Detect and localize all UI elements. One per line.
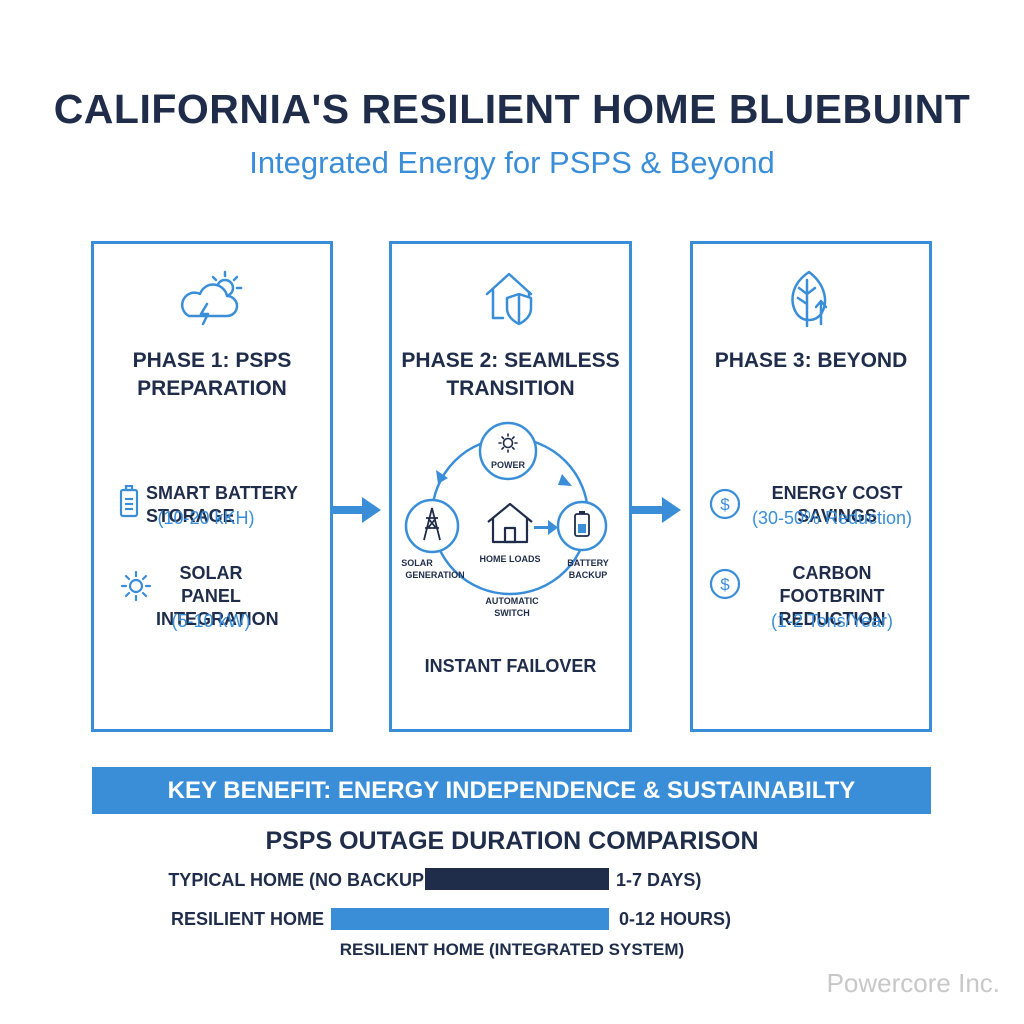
flow-arrowhead [558, 474, 572, 486]
chart-title: PSPS OUTAGE DURATION COMPARISON [265, 827, 759, 855]
solar-label-line1: SOLAR [401, 558, 433, 568]
phase-2-panel: PHASE 2: SEAMLESS TRANSITION POWER [389, 241, 632, 732]
battery-icon [118, 484, 140, 524]
category-label-resilient: RESILIENT HOME [170, 909, 324, 929]
battery-backup-node: BATTERY BACKUP [556, 500, 609, 580]
smart-battery-value: (10-20 kKH) [157, 508, 255, 528]
phase-1-title: PHASE 1: PSPS PREPARATION [132, 349, 292, 400]
solar-generation-node: SOLAR GENERATION [401, 498, 465, 580]
dollar-icon: $ [709, 568, 741, 605]
carbon-footprint-value: (1-2 Tons/Year) [770, 611, 894, 631]
switch-label-line2: SWITCH [494, 608, 530, 618]
bar-resilient [331, 908, 609, 930]
arrow-right-icon [630, 496, 682, 529]
carbon-footprint-label: CARBON FOOTBRINT REDUCTION [778, 563, 886, 629]
battery-label-line2: BACKUP [569, 570, 608, 580]
flow-arrowhead [436, 470, 448, 484]
storm-cloud-sun-icon [175, 266, 249, 333]
category-label-typical: TYPICAL HOME (NO BACKUP [168, 870, 424, 890]
phase-2-title: PHASE 2: SEAMLESS TRANSITION [401, 349, 620, 400]
leaf-arrow-icon [785, 266, 837, 333]
phase-3-title: PHASE 3: BEYOND [714, 349, 908, 372]
home-loads-node: HOME LOADS [479, 502, 541, 564]
flow-arrow-to-battery [534, 520, 558, 535]
page-subtitle: Integrated Energy for PSPS & Beyond [249, 145, 775, 180]
sun-icon [120, 570, 152, 607]
value-label-typical: 1-7 DAYS) [616, 870, 702, 890]
battery-label-line1: BATTERY [567, 558, 609, 568]
energy-flow-diagram: POWER SOLAR GENERATION HOME LOADS [401, 421, 609, 618]
svg-text:$: $ [720, 495, 730, 514]
energy-cost-value: (30-50% Reduction) [751, 508, 913, 528]
instant-failover-label: INSTANT FAILOVER [424, 656, 597, 676]
solar-label-line2: GENERATION [405, 570, 464, 580]
power-label: POWER [491, 460, 526, 470]
phase-3-panel: PHASE 3: BEYOND $ ENERGY COST SAVINGS (3… [690, 241, 932, 732]
energy-cost-label: ENERGY COST SAVINGS [771, 483, 903, 526]
home-loads-label: HOME LOADS [479, 554, 540, 564]
solar-panel-value: (5-10 kW) [171, 611, 251, 631]
solar-panel-label: SOLAR PANEL INTEGRATION [156, 563, 279, 629]
phase-1-panel: PHASE 1: PSPS PREPARATION SMART BATTERY … [91, 241, 333, 732]
key-benefit-banner: KEY BENEFIT: ENERGY INDEPENDENCE & SUSTA… [92, 767, 931, 814]
arrow-right-icon [330, 496, 382, 529]
switch-label-line1: AUTOMATIC [485, 596, 539, 606]
value-label-resilient: 0-12 HOURS) [619, 909, 732, 929]
chart-caption: RESILIENT HOME (INTEGRATED SYSTEM) [339, 940, 685, 959]
page-title: CALIFORNIA'S RESILIENT HOME BLUEBUINT [53, 86, 971, 132]
svg-text:$: $ [720, 575, 730, 594]
watermark-logo: Powercore Inc. [826, 968, 1000, 998]
house-shield-icon [483, 266, 539, 333]
dollar-icon: $ [709, 488, 741, 525]
smart-battery-label: SMART BATTERY STORAGE [146, 483, 298, 526]
power-node: POWER [478, 421, 538, 481]
bar-typical [425, 868, 609, 890]
